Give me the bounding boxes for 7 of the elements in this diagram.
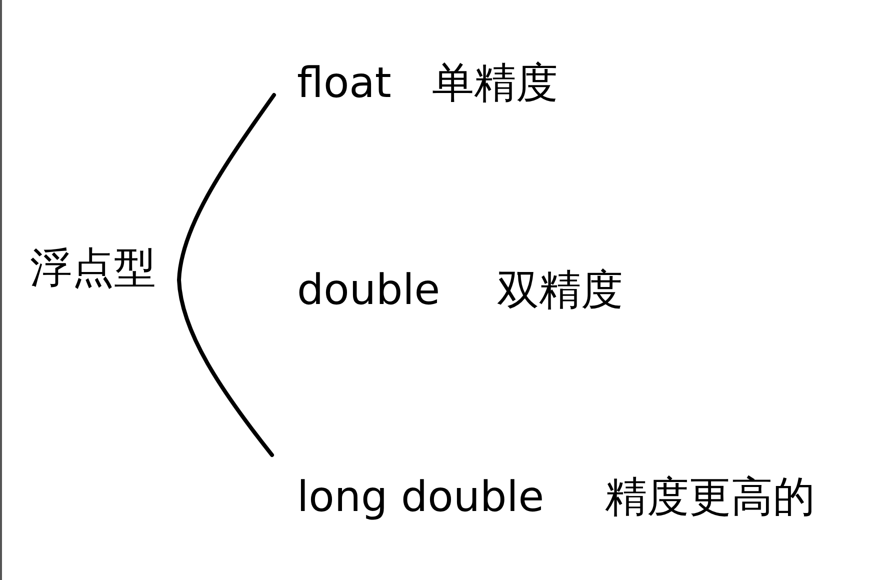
group-title: 浮点型	[30, 244, 156, 292]
type-name: double	[297, 266, 440, 314]
type-name: float	[297, 59, 392, 107]
type-description: 精度更高的	[605, 473, 815, 521]
type-name: long double	[297, 473, 544, 521]
type-description: 双精度	[497, 266, 623, 314]
type-description: 单精度	[432, 59, 558, 107]
